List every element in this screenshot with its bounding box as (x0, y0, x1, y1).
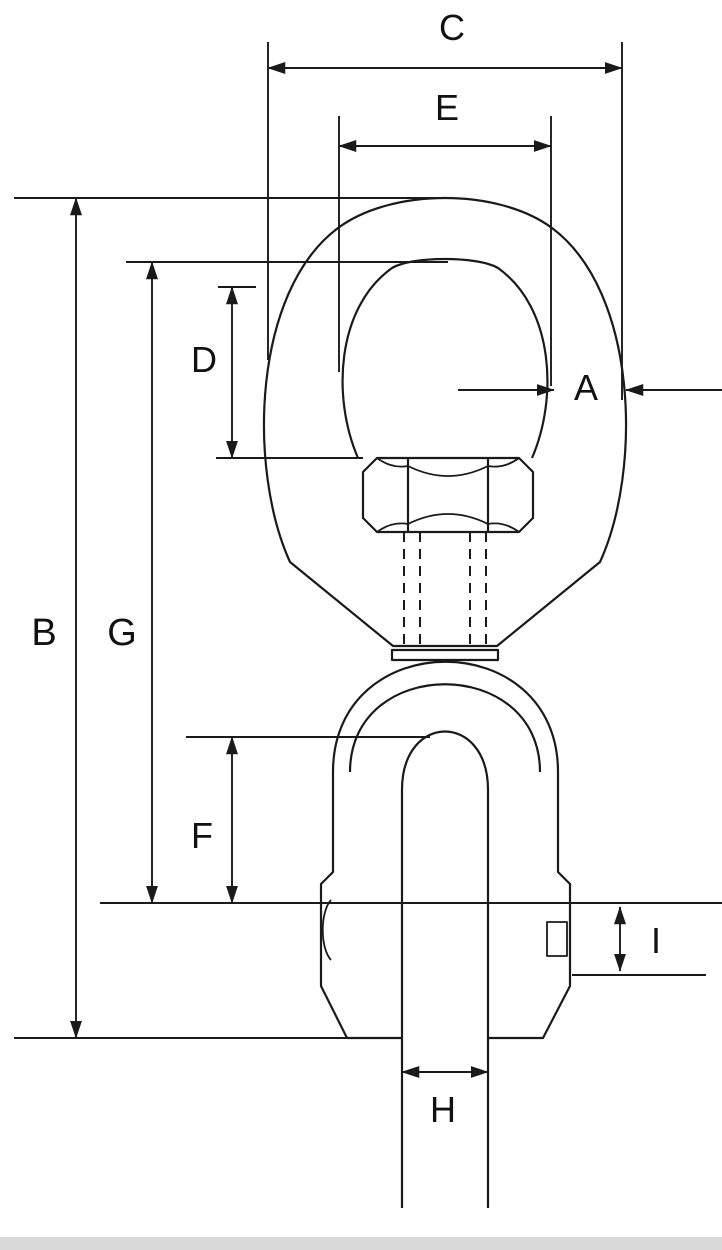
jaw-outline-left (319, 772, 402, 1040)
hex-nut-face-lines (406, 458, 490, 532)
dimension-labels: C E A B G D F I H (31, 7, 661, 1130)
part-geometry (262, 196, 628, 1208)
dim-label-f: F (191, 815, 213, 856)
dimension-lines (70, 62, 722, 1078)
inner-eye-outline (341, 257, 549, 459)
hex-nut-outline (361, 456, 535, 534)
extension-lines (14, 42, 722, 1039)
dim-label-g: G (107, 612, 137, 654)
jaw-collar-arc (348, 683, 542, 773)
jaw-boss-arc (321, 899, 332, 961)
dim-label-d: D (191, 339, 217, 380)
dim-label-a: A (574, 367, 598, 408)
dim-label-i: I (651, 920, 661, 961)
hex-nut-chamfer-arcs (376, 457, 520, 533)
swivel-collar (390, 648, 500, 662)
jaw-inner-opening (400, 730, 490, 1208)
pin-hole-tab (546, 921, 568, 957)
hidden-thread-lines (403, 532, 487, 644)
dim-label-h: H (430, 1089, 456, 1130)
jaw-outline-right (331, 660, 572, 1040)
outer-eye-outline (262, 196, 628, 648)
footer-strip (0, 1237, 722, 1250)
dim-label-e: E (435, 87, 459, 128)
dim-label-b: B (31, 612, 56, 654)
dim-label-c: C (439, 7, 465, 48)
